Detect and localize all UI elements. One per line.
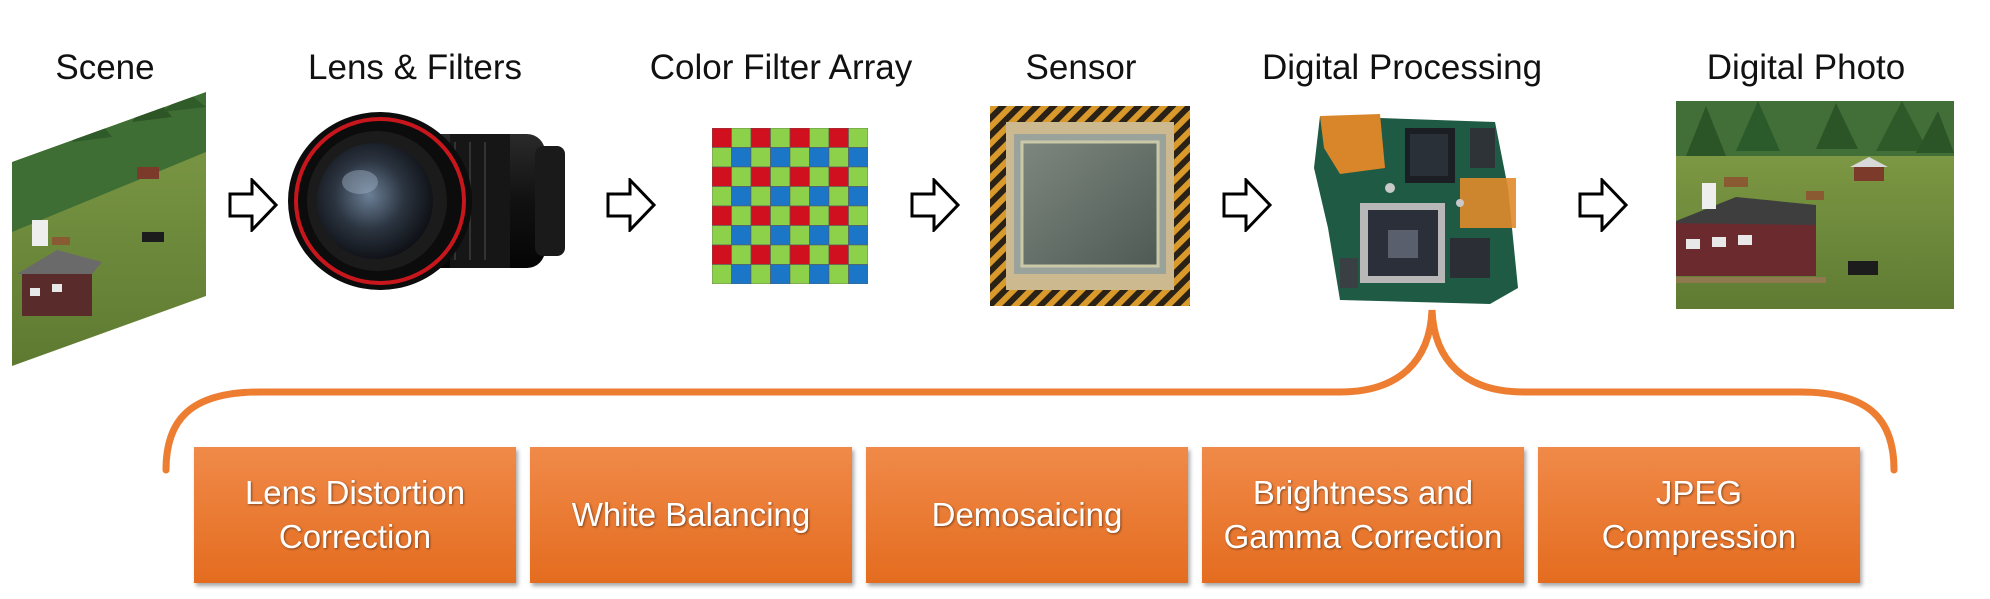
step-label: Demosaicing	[931, 496, 1123, 533]
right-arrow-icon	[1578, 178, 1628, 232]
right-arrow-icon	[228, 178, 278, 232]
step-demosaicing: Demosaicing	[866, 447, 1188, 583]
photo-image	[1676, 101, 1954, 309]
stage-label-scene: Scene	[55, 48, 155, 87]
right-arrow-icon	[1222, 178, 1272, 232]
stage-label-lens-filters: Lens & Filters	[308, 48, 522, 87]
circuit-board-icon	[1314, 114, 1518, 304]
stage-label-color-filter-array: Color Filter Array	[649, 48, 913, 87]
step-lens-distortion-correction: Lens Distortion Correction	[194, 447, 516, 583]
stage-label-digital-photo: Digital Photo	[1706, 48, 1906, 87]
step-white-balancing: White Balancing	[530, 447, 852, 583]
stage-label-digital-processing: Digital Processing	[1261, 48, 1543, 87]
right-arrow-icon	[910, 178, 960, 232]
step-label: Lens Distortion Correction	[244, 474, 466, 555]
scene-image	[12, 92, 206, 366]
step-label: White Balancing	[571, 496, 811, 533]
step-brightness-gamma-correction: Brightness and Gamma Correction	[1202, 447, 1524, 583]
step-label: JPEG Compression	[1601, 474, 1797, 555]
camera-lens-icon	[288, 112, 565, 290]
step-jpeg-compression: JPEG Compression	[1538, 447, 1860, 583]
bayer-grid-icon	[712, 128, 868, 284]
step-label: Brightness and Gamma Correction	[1223, 474, 1503, 555]
right-arrow-icon	[606, 178, 656, 232]
stage-label-sensor: Sensor	[1025, 48, 1137, 87]
sensor-chip-icon	[990, 106, 1190, 306]
